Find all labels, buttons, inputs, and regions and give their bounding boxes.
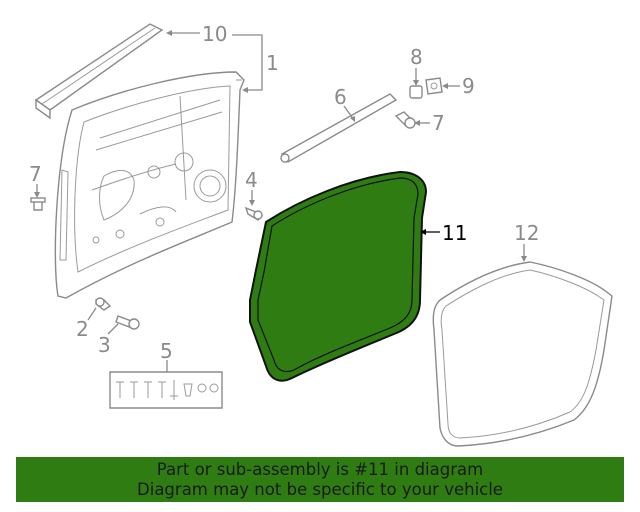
door-shell-part-1 <box>54 71 245 299</box>
weatherstrip-part-12 <box>432 261 613 447</box>
info-banner-bg <box>16 457 624 502</box>
callout-5: 5 <box>160 339 173 363</box>
bolt-part-7-right <box>394 111 416 129</box>
callout-7-right: 7 <box>432 111 445 135</box>
callout-2: 2 <box>76 317 89 341</box>
rod-part-6 <box>280 93 398 163</box>
callout-11: 11 <box>442 221 467 245</box>
callout-1: 1 <box>266 51 279 75</box>
callout-10: 10 <box>202 22 227 46</box>
callout-12: 12 <box>514 221 539 245</box>
info-banner: Part or sub-assembly is #11 in diagram D… <box>16 457 624 502</box>
clip-part-9 <box>425 77 443 95</box>
banner-line-1: Part or sub-assembly is #11 in diagram <box>156 460 484 479</box>
bolt-part-7-left <box>30 197 46 211</box>
callout-8: 8 <box>410 45 423 69</box>
bolt-part-3 <box>115 315 140 330</box>
bolt-part-4 <box>244 206 264 221</box>
callout-3: 3 <box>98 333 111 357</box>
belt-molding-part-10 <box>34 23 164 120</box>
bolt-part-2 <box>95 297 112 311</box>
leader-lines <box>34 30 527 372</box>
weatherstrip-part-11 <box>249 170 428 382</box>
banner-line-2: Diagram may not be specific to your vehi… <box>137 480 503 499</box>
callout-6: 6 <box>334 85 347 109</box>
callout-4: 4 <box>245 168 258 192</box>
callout-7-left: 7 <box>29 162 42 186</box>
clip-part-8 <box>409 85 423 99</box>
callout-9: 9 <box>462 74 475 98</box>
fastener-kit-part-5 <box>109 371 223 409</box>
